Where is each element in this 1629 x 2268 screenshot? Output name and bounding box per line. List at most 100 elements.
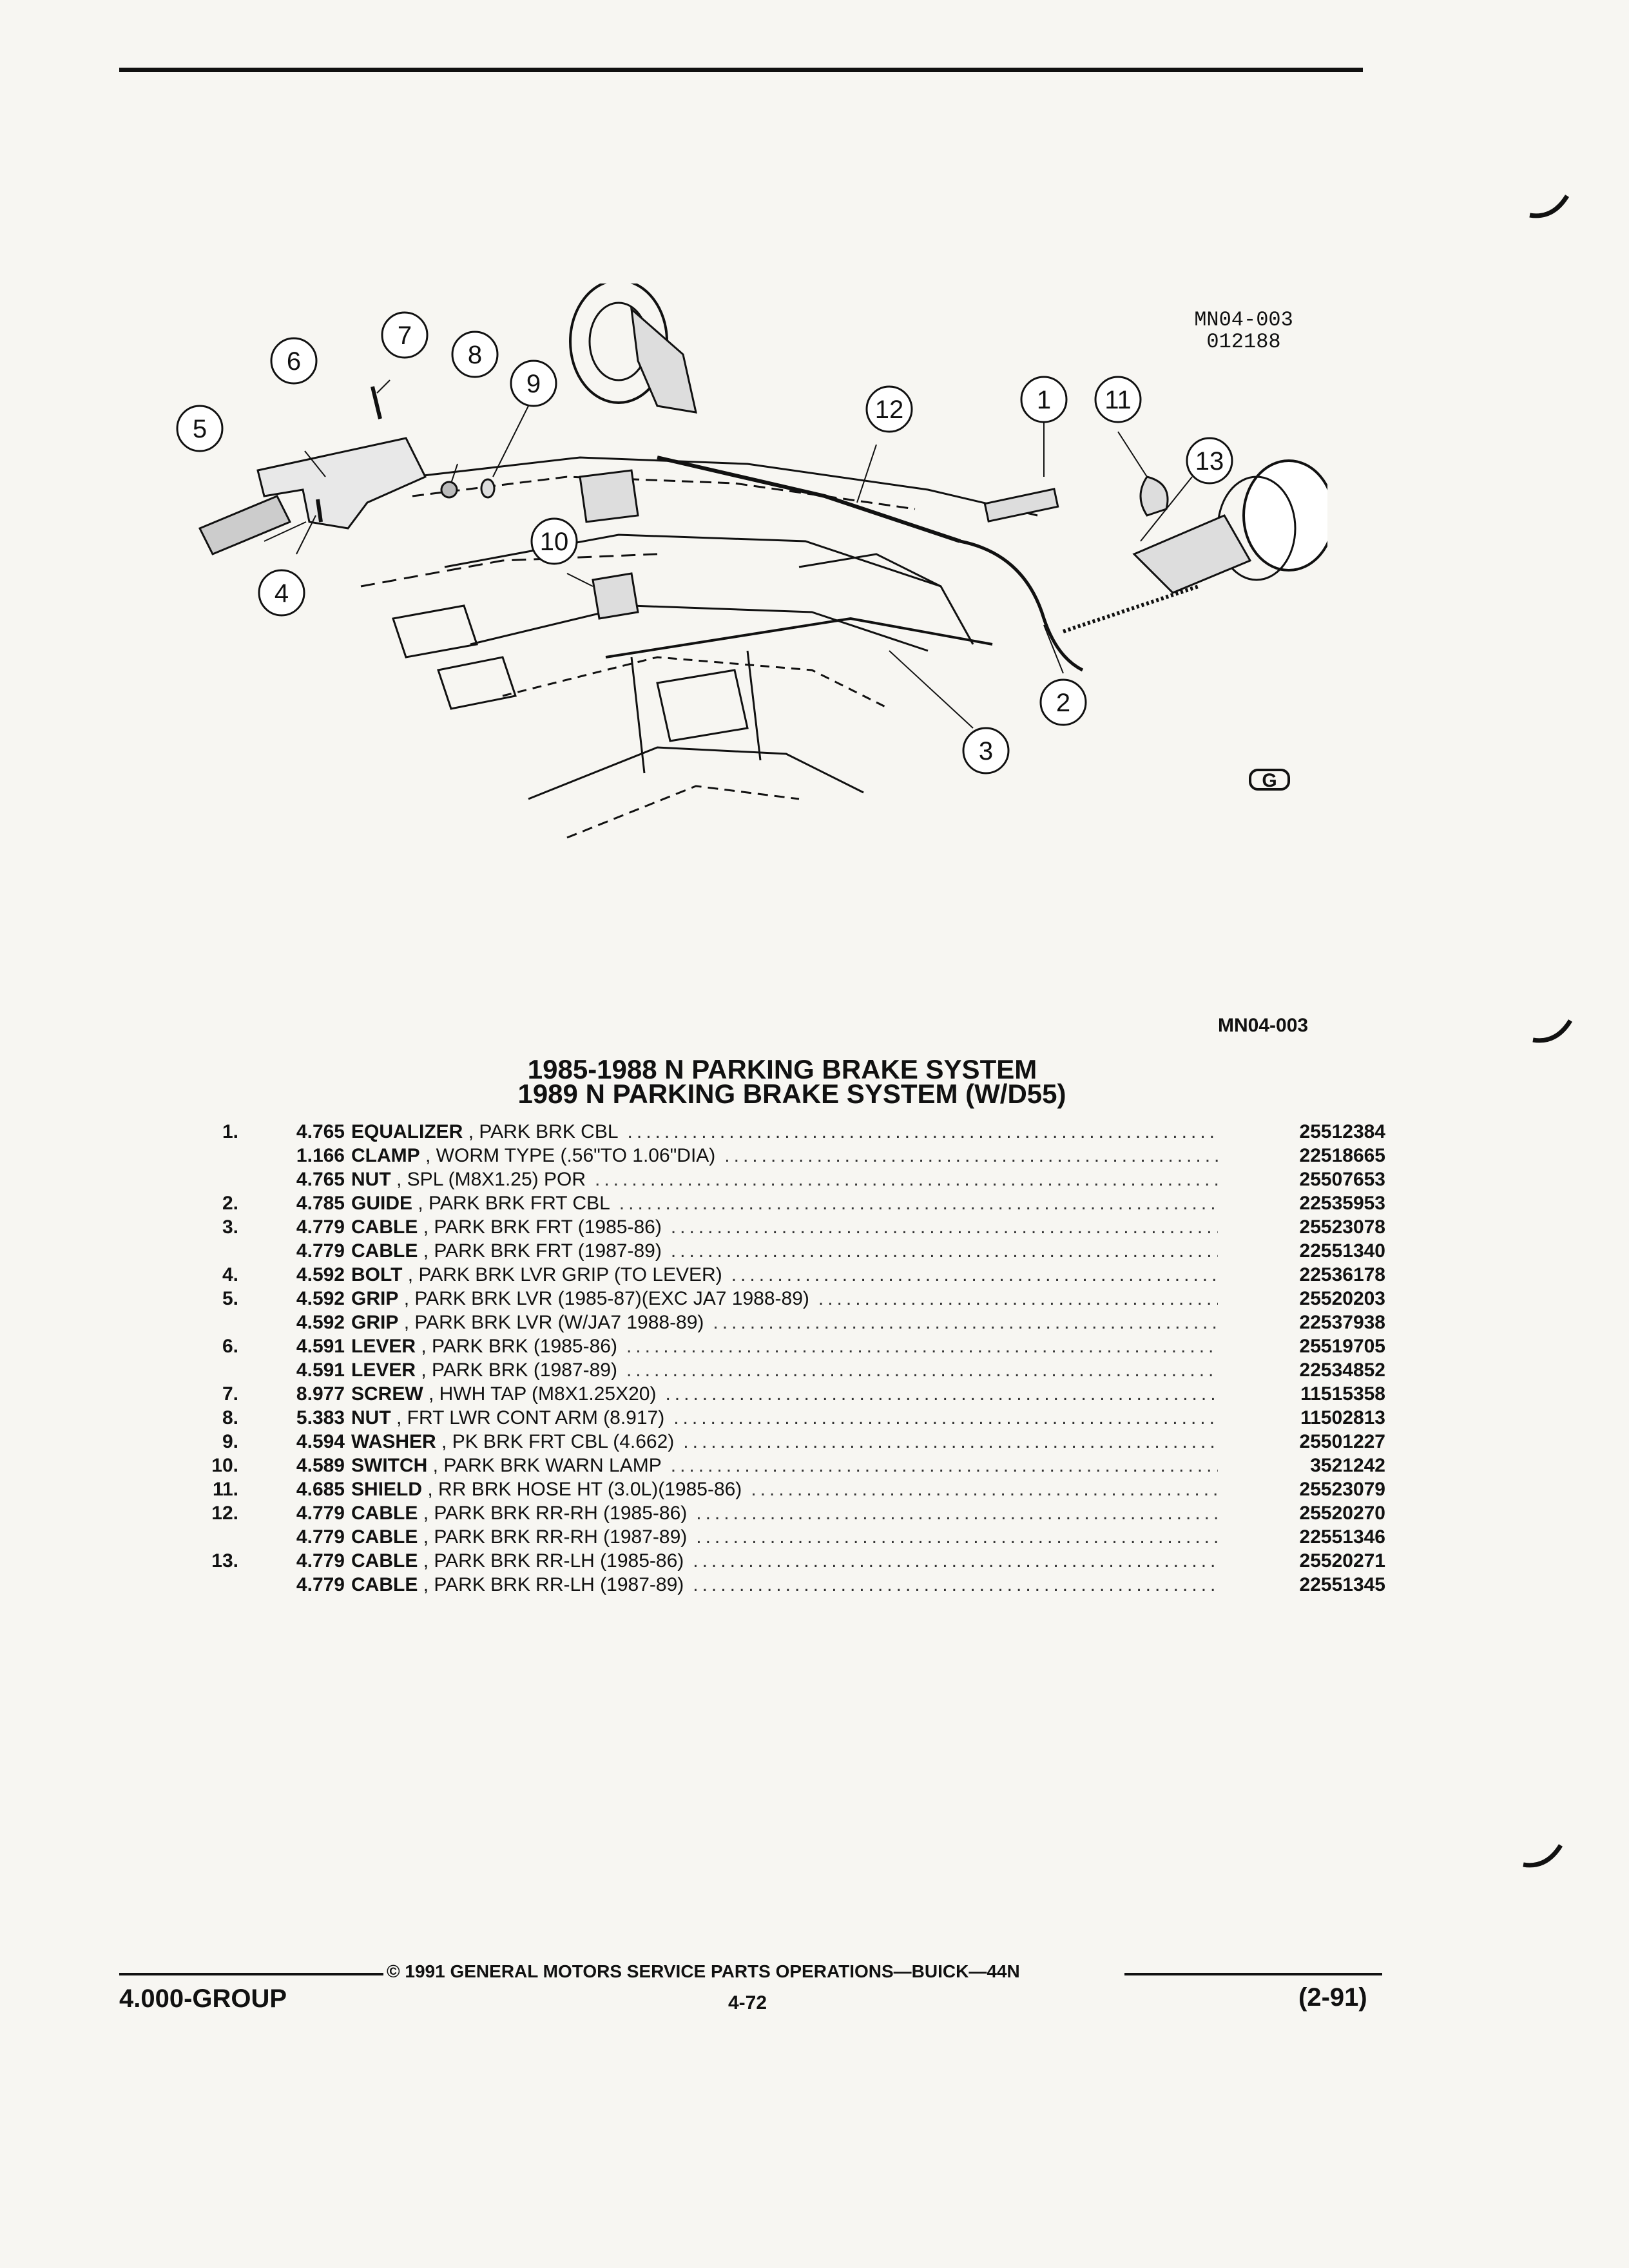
- part-name: CABLE: [351, 1216, 418, 1238]
- part-description: GRIP , PARK BRK LVR (W/JA7 1988-89).....…: [345, 1311, 1218, 1334]
- part-name: GRIP: [351, 1288, 399, 1309]
- callout-7: 7: [398, 322, 412, 350]
- part-detail: , PARK BRK CBL: [468, 1121, 619, 1142]
- part-number: 25519705: [1299, 1336, 1385, 1357]
- group-number: 4.591: [296, 1360, 345, 1381]
- part-number: 22551345: [1299, 1574, 1385, 1595]
- group-number: 4.765: [296, 1169, 345, 1190]
- item-number: 10.: [211, 1455, 238, 1476]
- part-description: CABLE , PARK BRK RR-LH (1985-86)........…: [345, 1549, 1218, 1573]
- group-number: 4.589: [296, 1455, 345, 1476]
- group-number: 4.785: [296, 1193, 345, 1214]
- item-number: 4.: [222, 1264, 238, 1285]
- part-name: CABLE: [351, 1574, 418, 1595]
- leader-dots: ........................................…: [818, 1288, 1218, 1309]
- page-number: 4-72: [728, 1992, 767, 2013]
- part-name: NUT: [351, 1407, 391, 1428]
- copyright-notice: © 1991 GENERAL MOTORS SERVICE PARTS OPER…: [387, 1961, 1020, 1981]
- item-number: 8.: [222, 1407, 238, 1428]
- leader-dots: ........................................…: [626, 1360, 1218, 1381]
- leader-dots: ........................................…: [693, 1550, 1218, 1571]
- part-description: WASHER , PK BRK FRT CBL (4.662).........…: [345, 1430, 1218, 1454]
- group-number: 8.977: [296, 1383, 345, 1405]
- group-number: 4.592: [296, 1288, 345, 1309]
- part-number: 22518665: [1299, 1145, 1385, 1166]
- section-title-2: 1989 N PARKING BRAKE SYSTEM (W/D55): [517, 1079, 1066, 1109]
- part-detail: , PARK BRK RR-LH (1987-89): [423, 1574, 684, 1595]
- item-number: 5.: [222, 1288, 238, 1309]
- item-number: 2.: [222, 1193, 238, 1214]
- leader-dots: ........................................…: [673, 1407, 1218, 1428]
- diagram-drawing: 1 2 3 4 5 6 7 8 9 10 11 12 13 G: [176, 279, 1335, 839]
- part-description: GUIDE , PARK BRK FRT CBL................…: [345, 1191, 1218, 1215]
- part-description: CABLE , PARK BRK FRT (1985-86)..........…: [345, 1215, 1218, 1239]
- group-number: 4.779: [296, 1526, 345, 1548]
- top-rule: [119, 68, 1363, 72]
- part-number: 25523079: [1299, 1479, 1385, 1500]
- group-number: 4.779: [296, 1216, 345, 1238]
- part-number: 22551346: [1299, 1526, 1385, 1548]
- part-number: 11502813: [1300, 1407, 1385, 1428]
- gm-logo: G: [1262, 770, 1277, 791]
- callout-5: 5: [193, 415, 207, 443]
- callout-8: 8: [468, 341, 482, 369]
- part-description: CLAMP , WORM TYPE (.56"TO 1.06"DIA).....…: [345, 1144, 1218, 1168]
- part-number: 25507653: [1299, 1169, 1385, 1190]
- group-label: 4.000-GROUP: [119, 1984, 287, 2013]
- part-detail: , WORM TYPE (.56"TO 1.06"DIA): [425, 1145, 716, 1166]
- part-name: EQUALIZER: [351, 1121, 463, 1142]
- part-description: GRIP , PARK BRK LVR (1985-87)(EXC JA7 19…: [345, 1287, 1218, 1311]
- leader-dots: ........................................…: [683, 1431, 1218, 1452]
- part-number: 25512384: [1299, 1121, 1385, 1142]
- group-number: 4.592: [296, 1264, 345, 1285]
- diagram-id-code: MN04-003: [1194, 308, 1293, 332]
- part-detail: , PARK BRK FRT (1987-89): [423, 1240, 662, 1262]
- group-number: 5.383: [296, 1407, 345, 1428]
- leader-dots: ........................................…: [619, 1193, 1218, 1214]
- margin-mark-1: [1529, 195, 1569, 218]
- section-diagram-code: MN04-003: [1218, 1015, 1309, 1036]
- leader-dots: ........................................…: [626, 1336, 1218, 1357]
- diagram-id-date: 012188: [1206, 330, 1281, 354]
- part-description: NUT , FRT LWR CONT ARM (8.917)..........…: [345, 1406, 1218, 1430]
- callout-9: 9: [526, 370, 541, 398]
- callout-11: 11: [1104, 386, 1132, 414]
- group-number: 4.594: [296, 1431, 345, 1452]
- part-number: 22537938: [1299, 1312, 1385, 1333]
- callout-13: 13: [1195, 447, 1224, 476]
- part-description: CABLE , PARK BRK FRT (1987-89)..........…: [345, 1239, 1218, 1263]
- part-name: LEVER: [351, 1360, 416, 1381]
- group-number: 4.591: [296, 1336, 345, 1357]
- diagram-id: MN04-003 012188: [1153, 309, 1334, 353]
- part-description: LEVER , PARK BRK (1985-86)..............…: [345, 1334, 1218, 1358]
- part-detail: , PARK BRK RR-LH (1985-86): [423, 1550, 684, 1571]
- margin-mark-2: [1532, 1019, 1572, 1043]
- part-description: CABLE , PARK BRK RR-LH (1987-89)........…: [345, 1573, 1218, 1597]
- callout-3: 3: [979, 737, 993, 765]
- part-name: BOLT: [351, 1264, 403, 1285]
- item-number: 9.: [222, 1431, 238, 1452]
- callout-4: 4: [275, 579, 289, 608]
- part-number: 22536178: [1299, 1264, 1385, 1285]
- margin-mark-3: [1523, 1844, 1563, 1868]
- leader-dots: ........................................…: [724, 1145, 1218, 1166]
- part-detail: , HWH TAP (M8X1.25X20): [429, 1383, 657, 1405]
- leader-dots: ........................................…: [751, 1479, 1218, 1500]
- footer-rule-left: [119, 1973, 383, 1975]
- part-number: 25520271: [1299, 1550, 1385, 1571]
- part-name: CABLE: [351, 1526, 418, 1548]
